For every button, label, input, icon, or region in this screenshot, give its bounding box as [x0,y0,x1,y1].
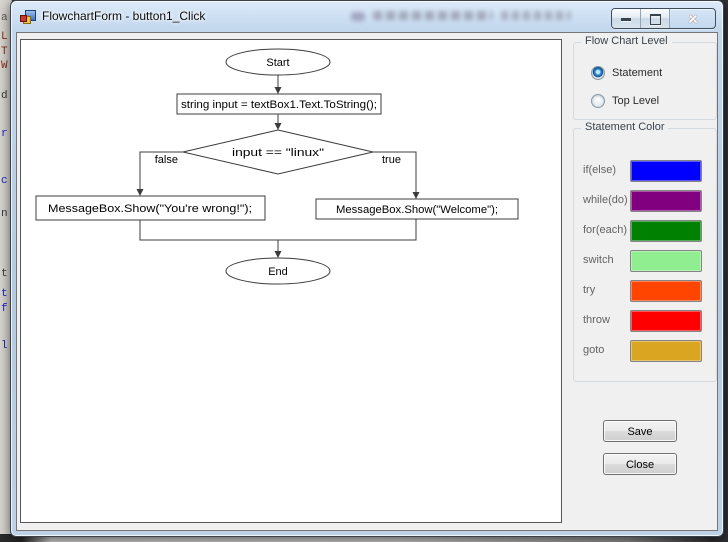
color-row-label: switch [583,254,614,266]
minimize-button[interactable] [612,9,641,28]
radio-label: Statement [612,67,663,79]
flow-chart-level-groupbox: Flow Chart Level Statement Top Level [573,35,717,120]
try-color-swatch[interactable] [630,280,702,302]
radio-top-level[interactable]: Top Level [591,94,659,108]
code-fragment: a [1,12,8,24]
false-branch-node-label: MessageBox.Show("You're wrong!"); [48,203,252,215]
color-row-whiledo: while(do) [574,190,716,212]
flowchart-canvas[interactable]: Start string input = textBox1.Text.ToStr… [20,39,562,523]
code-fragment: T [1,46,8,58]
code-fragment: c [1,175,8,187]
foreach-color-swatch[interactable] [630,220,702,242]
statement-node-label: string input = textBox1.Text.ToString(); [181,99,377,111]
ifelse-color-swatch[interactable] [630,160,702,182]
form-client-area: Start string input = textBox1.Text.ToStr… [16,32,718,531]
save-button[interactable]: Save [603,420,677,442]
color-row-foreach: for(each) [574,220,716,242]
code-fragment: l [1,340,8,352]
code-fragment: t [1,288,8,300]
color-row-switch: switch [574,250,716,272]
radio-unselected-icon [591,94,605,108]
maximize-icon [650,14,661,25]
flowchart-drawing: Start string input = textBox1.Text.ToStr… [35,48,519,285]
code-fragment: L [1,31,8,43]
start-node-label: Start [266,57,289,69]
end-node-label: End [268,266,288,278]
blurred-background-window-text [373,11,493,20]
caption-button-group [611,8,716,29]
decision-node-shape [182,129,374,175]
code-fragment: t [1,268,8,280]
color-row-label: throw [583,314,610,326]
code-fragment: f [1,303,8,315]
color-row-label: for(each) [583,224,628,236]
throw-color-swatch[interactable] [630,310,702,332]
true-branch-node-shape [315,198,519,220]
arrowheads [136,87,420,258]
decision-node-label: input == "linux" [232,147,324,159]
window-title: FlowchartForm - button1_Click [42,9,206,23]
blurred-background-window-text [501,11,571,20]
code-fragment: d [1,90,8,102]
close-icon [687,13,699,25]
code-fragment: W [1,60,8,72]
radio-statement[interactable]: Statement [591,66,662,80]
radio-selected-icon [591,66,605,80]
blurred-background-window-text [351,12,365,21]
code-fragment: n [1,208,8,220]
radio-label: Top Level [612,95,660,107]
close-window-button[interactable] [670,9,715,28]
color-row-label: try [583,284,596,296]
true-branch-node-label: MessageBox.Show("Welcome"); [336,204,498,216]
false-edge-label: false [155,154,178,166]
color-row-label: goto [583,344,605,356]
winforms-form-icon [20,9,36,25]
color-row-throw: throw [574,310,716,332]
background-below-window [0,534,728,542]
statement-color-groupbox: Statement Color if(else) while(do) for(e… [573,121,717,382]
minimize-icon [621,18,631,21]
statement-node-shape [176,93,382,115]
code-fragment: r [1,128,8,140]
title-bar[interactable]: FlowchartForm - button1_Click [11,1,723,32]
maximize-button[interactable] [641,9,670,28]
flowchart-form-window: FlowchartForm - button1_Click [10,0,724,537]
groupbox-title: Statement Color [581,121,669,133]
goto-color-swatch[interactable] [630,340,702,362]
start-node-shape [225,48,331,76]
color-row-label: if(else) [583,164,617,176]
false-branch-node-shape [35,195,266,221]
switch-color-swatch[interactable] [630,250,702,272]
close-button[interactable]: Close [603,453,677,475]
groupbox-title: Flow Chart Level [581,35,672,47]
color-row-try: try [574,280,716,302]
color-row-ifelse: if(else) [574,160,716,182]
color-row-goto: goto [574,340,716,362]
true-edge-label: true [382,154,401,166]
color-row-label: while(do) [583,194,628,206]
whiledo-color-swatch[interactable] [630,190,702,212]
